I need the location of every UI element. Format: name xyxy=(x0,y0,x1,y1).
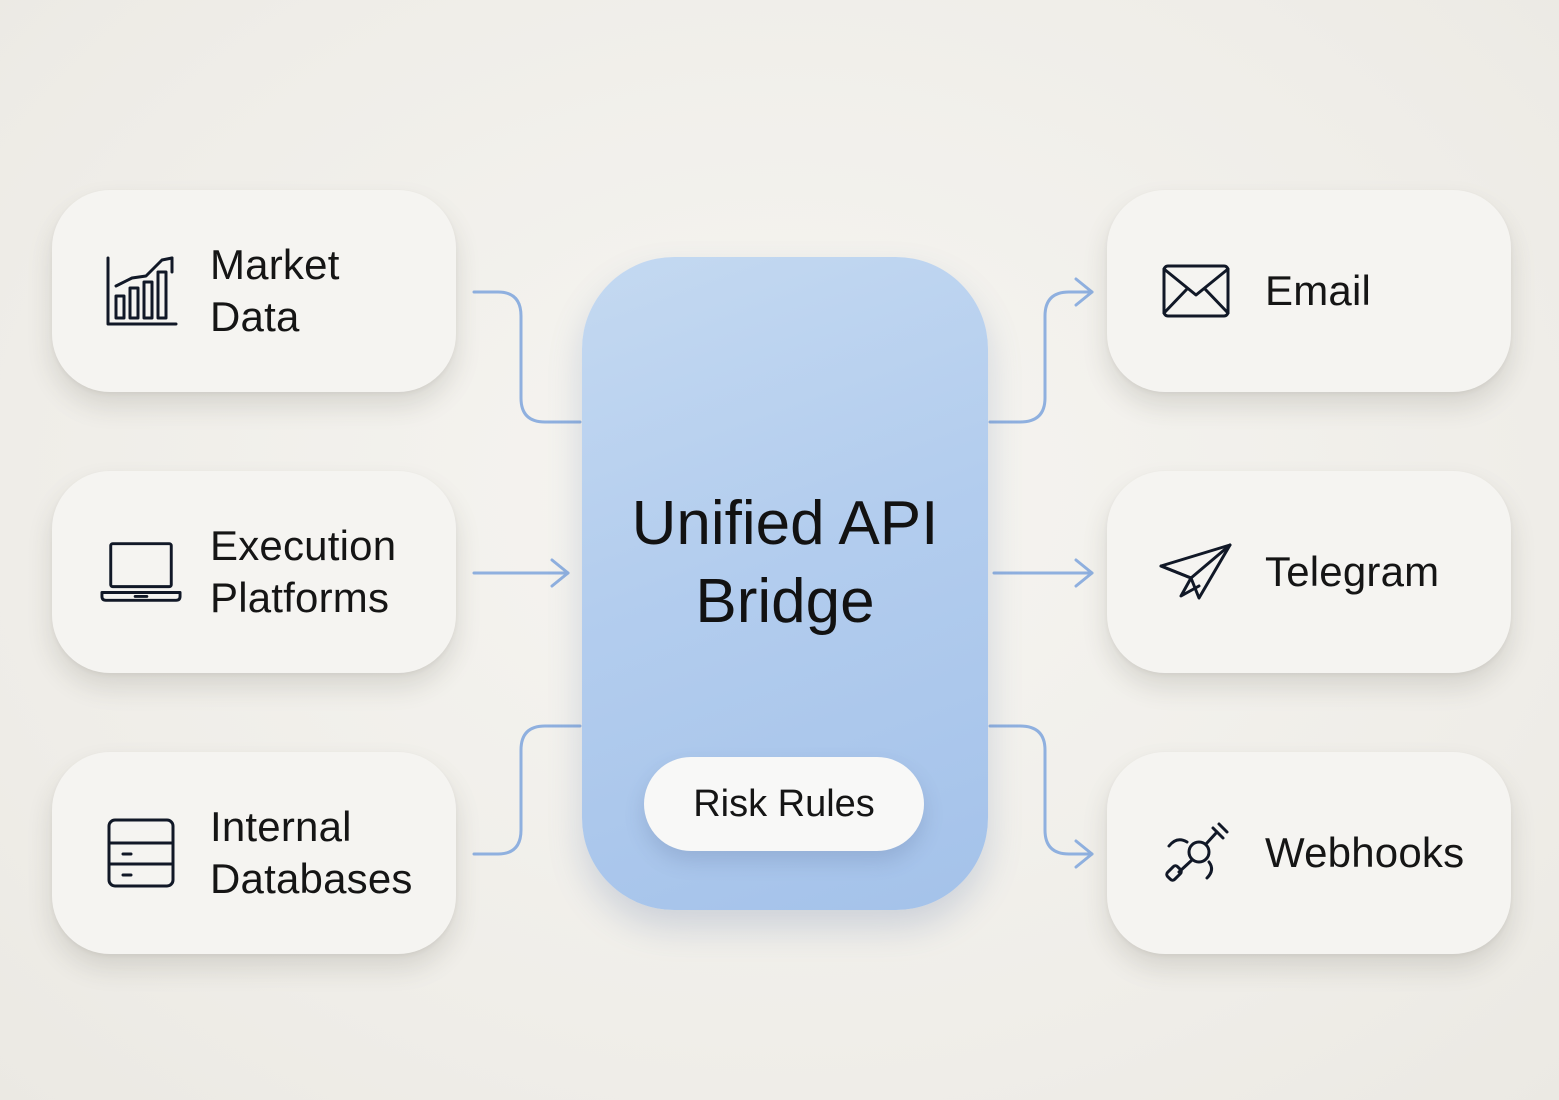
input-card-market-data: Market Data xyxy=(52,190,456,392)
paper-plane-icon xyxy=(1155,531,1237,613)
input-card-internal-databases: Internal Databases xyxy=(52,752,456,954)
hub-title: Unified API Bridge xyxy=(582,485,988,641)
arrowhead-email xyxy=(1074,277,1094,307)
hub-title-line1: Unified API xyxy=(631,489,939,558)
arrowhead-webhooks xyxy=(1074,839,1094,869)
input-label: Market Data xyxy=(210,239,340,343)
arrowhead-execution-platforms xyxy=(550,558,570,588)
envelope-icon xyxy=(1155,250,1237,332)
input-label: Internal Databases xyxy=(210,801,413,905)
output-card-webhooks: Webhooks xyxy=(1107,752,1511,954)
output-label: Webhooks xyxy=(1265,829,1465,876)
bar-chart-icon xyxy=(100,250,182,332)
database-cabinet-icon xyxy=(100,812,182,894)
input-label: Execution Platforms xyxy=(210,520,396,624)
output-card-telegram: Telegram xyxy=(1107,471,1511,673)
input-label-line1: Market xyxy=(210,241,340,288)
output-label: Telegram xyxy=(1265,548,1440,595)
hub-title-line2: Bridge xyxy=(695,567,875,636)
input-card-execution-platforms: Execution Platforms xyxy=(52,471,456,673)
connector-webhooks xyxy=(988,724,1094,856)
risk-rules-pill: Risk Rules xyxy=(644,757,924,851)
input-label-line2: Databases xyxy=(210,855,413,902)
webhook-plug-icon xyxy=(1155,812,1237,894)
unified-api-bridge-hub: Unified API Bridge Risk Rules xyxy=(582,257,988,910)
input-label-line2: Data xyxy=(210,293,300,340)
output-card-email: Email xyxy=(1107,190,1511,392)
connector-email xyxy=(988,290,1094,424)
arrowhead-telegram xyxy=(1074,558,1094,588)
input-label-line1: Execution xyxy=(210,522,397,569)
output-label: Email xyxy=(1265,267,1372,314)
connector-market-data xyxy=(472,290,582,424)
laptop-icon xyxy=(100,531,182,613)
connector-internal-databases xyxy=(472,724,582,856)
input-label-line1: Internal xyxy=(210,803,352,850)
input-label-line2: Platforms xyxy=(210,574,390,621)
